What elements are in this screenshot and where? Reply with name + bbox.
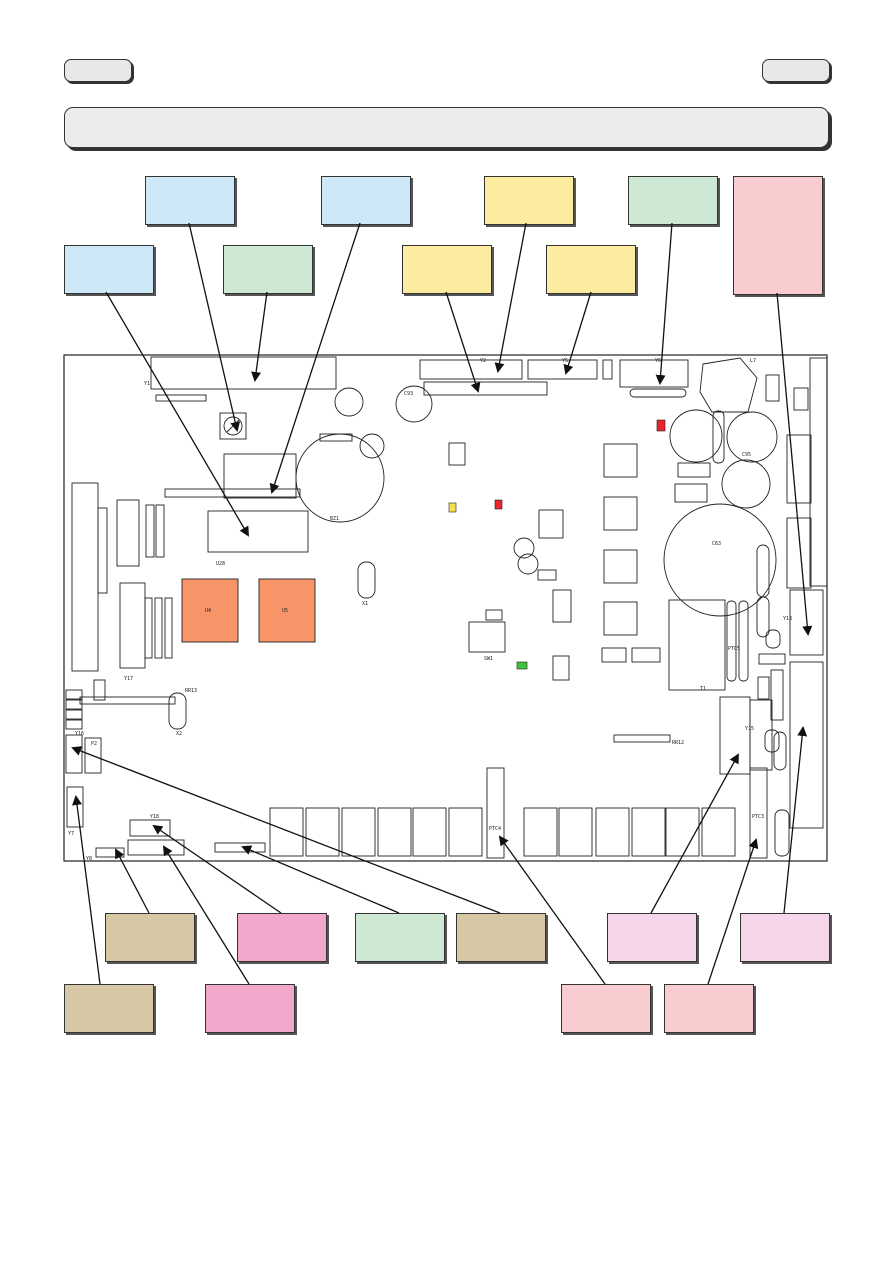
label-y2: Y2 [480,358,486,364]
label-u28: U28 [216,561,225,567]
label-ptc4: PTC4 [489,826,501,832]
label-p2: P2 [91,741,97,747]
callout-bottom-4 [456,913,546,962]
title-bar [64,107,829,148]
arrow-mid-2 [251,291,268,382]
callout-top-1 [145,176,235,225]
arrow-bottom-5 [650,753,739,914]
arrow-top-1 [188,222,241,432]
arrow-mid-1 [105,291,250,537]
callout-mid-4 [546,245,636,294]
label-x1: X1 [362,601,368,607]
callout-bottom-5 [607,913,697,962]
label-y6: Y6 [655,358,661,364]
label-y18: Y18 [150,814,159,820]
arrow-bottom-9 [498,835,606,985]
callout-top-4 [628,176,718,225]
arrow-mid-3 [445,291,481,393]
label-bz1: BZ1 [330,516,339,522]
label-x2: X2 [176,731,182,737]
arrow-bottom-8 [162,845,250,985]
callout-top-3 [484,176,574,225]
label-y1: Y1 [144,381,150,387]
callout-bottom-10 [664,984,754,1033]
callout-mid-1 [64,245,154,294]
callout-bottom-9 [561,984,651,1033]
led-red-center [494,499,503,510]
callout-top-right-tall [733,176,823,295]
label-y16: Y16 [75,731,84,737]
arrow-bottom-4 [71,746,501,914]
label-y15: Y15 [745,726,754,732]
label-rr12: RR12 [672,740,684,746]
label-c95: C95 [742,452,751,458]
arrow-bottom-1 [115,848,150,914]
label-ptc3: PTC3 [752,814,764,820]
label-c93: C93 [404,391,413,397]
arrow-top-3 [494,222,527,373]
label-y7: Y7 [68,831,74,837]
label-y5: Y5 [562,358,568,364]
arrow-bottom-10 [707,838,759,985]
led-yellow [448,502,457,513]
right-header-tab [762,59,830,82]
left-header-tab [64,59,132,82]
label-y17: Y17 [124,676,133,682]
label-l7: L7 [750,358,756,364]
callout-mid-2 [223,245,313,294]
arrow-bottom-7 [72,795,101,985]
callout-bottom-7 [64,984,154,1033]
callout-bottom-8 [205,984,295,1033]
transformer-t1 [668,599,726,691]
chip-u4 [181,578,239,643]
led-red-top [656,419,666,432]
arrow-bottom-2 [152,824,282,914]
arrow-bottom-3 [241,845,400,914]
chip-u28 [207,510,309,553]
connector-y1 [150,356,337,390]
callout-bottom-3 [355,913,445,962]
label-y13: Y13 [783,616,792,622]
label-u4: U4 [205,608,211,614]
callout-bottom-1 [105,913,195,962]
label-ptc5: PTC5 [728,646,740,652]
arrow-top-4 [655,222,673,385]
label-u5: U5 [282,608,288,614]
led-green [516,661,528,670]
label-rr13: RR13 [185,688,197,694]
callout-bottom-6 [740,913,830,962]
chip-u5 [258,578,316,643]
callout-top-2 [321,176,411,225]
arrow-top-2 [269,222,361,494]
label-sw1: SW1 [484,656,493,662]
callout-bottom-2 [237,913,327,962]
arrow-mid-4 [563,291,592,375]
label-y8: Y8 [86,856,92,862]
switch-sw1 [468,621,506,653]
arrow-top-right [776,292,813,636]
arrow-bottom-6 [783,726,808,914]
label-t1: T1 [700,686,706,692]
label-c63: C63 [712,541,721,547]
